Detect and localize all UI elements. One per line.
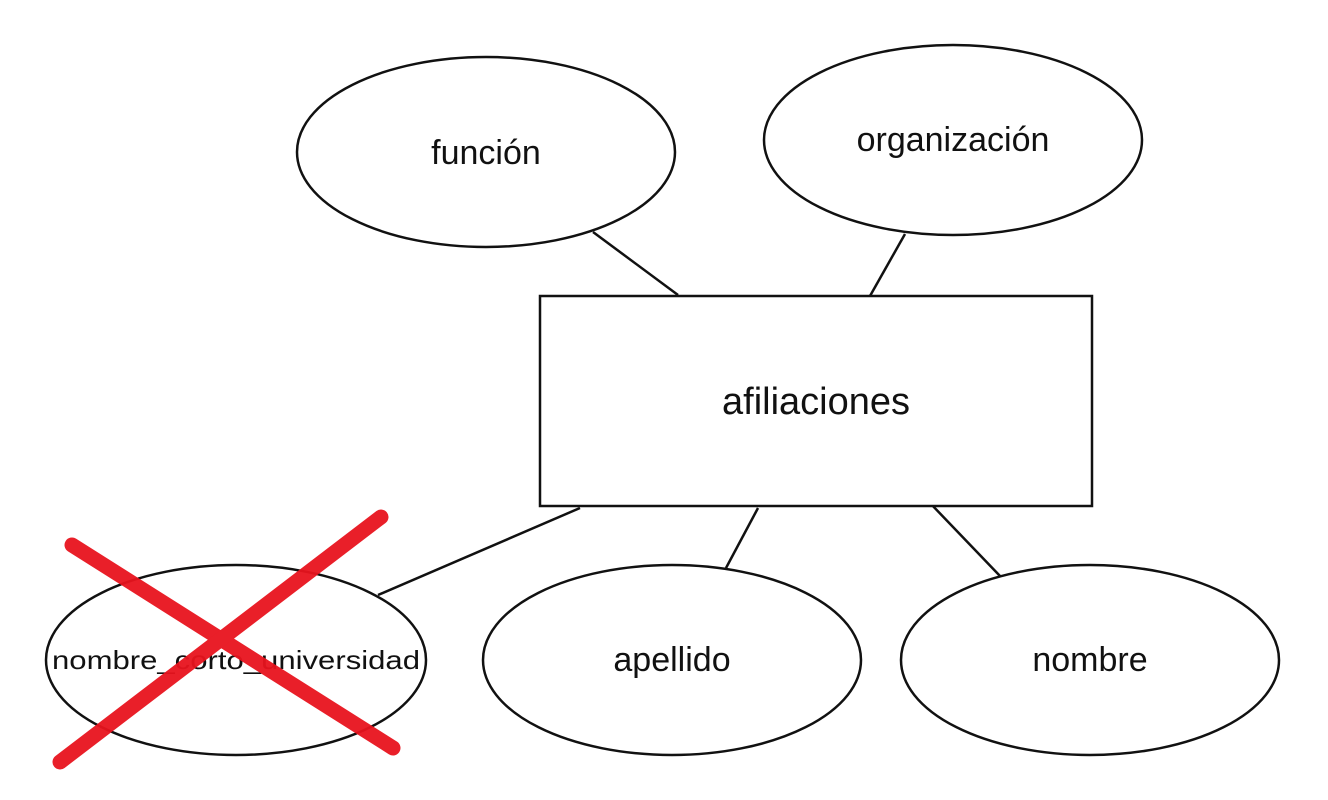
connector-funcion <box>592 230 679 297</box>
attribute-label: apellido <box>613 641 730 679</box>
cross-out-mark <box>52 509 401 770</box>
connector-nombre-corto-universidad <box>377 506 581 597</box>
attribute-label: nombre <box>1032 641 1147 679</box>
connector-organizacion <box>868 233 907 297</box>
attribute-funcion: función <box>295 55 677 249</box>
attribute-apellido: apellido <box>481 563 863 757</box>
attribute-nombre: nombre <box>899 563 1281 757</box>
connector-nombre <box>929 502 1001 577</box>
attribute-label: organización <box>857 121 1050 159</box>
attribute-organizacion: organización <box>762 43 1144 237</box>
entity-afiliaciones: afiliaciones <box>538 294 1094 508</box>
attribute-label: función <box>431 134 541 172</box>
connector-apellido <box>724 507 760 569</box>
entity-label: afiliaciones <box>722 381 910 423</box>
